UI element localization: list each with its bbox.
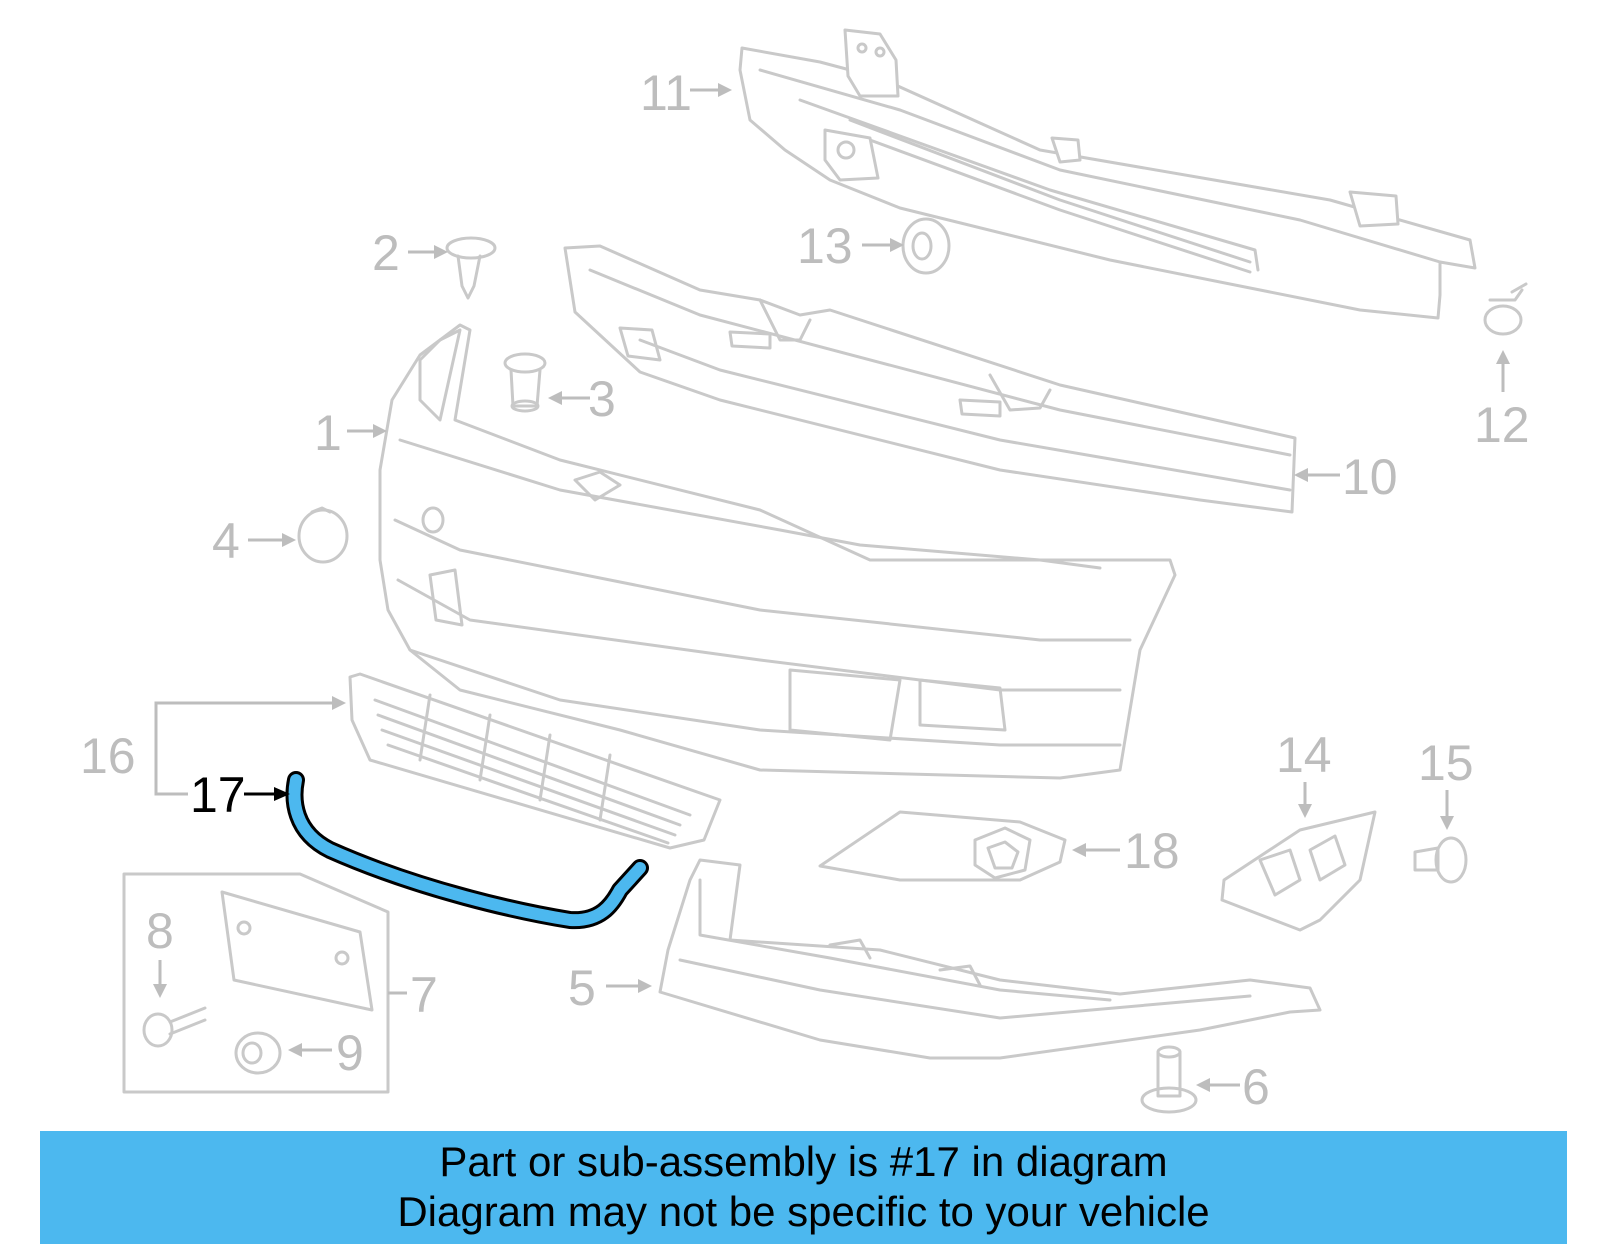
callout-2: 2 (372, 225, 400, 281)
part-11-reinforcement-beam[interactable] (738, 28, 1477, 320)
part-16-lower-grille[interactable] (348, 672, 722, 850)
part-18-bezel[interactable] (818, 810, 1067, 882)
banner-line-1: Part or sub-assembly is #17 in diagram (439, 1138, 1168, 1185)
part-12-bolt[interactable] (1483, 282, 1528, 336)
callout-9: 9 (336, 1025, 364, 1081)
callout-1: 1 (314, 405, 342, 461)
leader-lines (153, 83, 1510, 1092)
callout-5: 5 (568, 960, 596, 1016)
part-14-bracket[interactable] (1220, 810, 1377, 932)
info-banner: Part or sub-assembly is #17 in diagram D… (40, 1131, 1567, 1244)
callout-14: 14 (1276, 727, 1332, 783)
part-1-bumper-cover[interactable] (378, 323, 1177, 780)
callout-3: 3 (588, 371, 616, 427)
callout-18: 18 (1124, 823, 1180, 879)
part-9-nut[interactable] (234, 1031, 282, 1075)
part-8-screw[interactable] (142, 1006, 207, 1048)
part-13-grommet[interactable] (901, 217, 951, 275)
part-4-cap[interactable] (297, 506, 349, 564)
part-7-license-bracket-group[interactable] (122, 872, 407, 1094)
callout-7: 7 (410, 967, 438, 1023)
callout-16: 16 (80, 728, 136, 784)
part-15-push-pin[interactable] (1413, 836, 1468, 884)
callout-labels: 11 13 2 12 3 1 10 4 16 17 18 14 15 8 7 5… (80, 65, 1530, 1115)
part-6-push-pin[interactable] (1140, 1045, 1198, 1114)
callout-4: 4 (212, 513, 240, 569)
callout-6: 6 (1242, 1059, 1270, 1115)
part-10-energy-absorber[interactable] (563, 244, 1297, 514)
banner-line-2: Diagram may not be specific to your vehi… (397, 1188, 1210, 1235)
callout-11: 11 (640, 65, 692, 121)
part-5-lower-spoiler[interactable] (658, 858, 1322, 1060)
callout-8: 8 (146, 903, 174, 959)
callout-17: 17 (190, 767, 246, 823)
part-2-clip[interactable] (445, 236, 497, 300)
callout-13: 13 (797, 218, 853, 274)
callout-12: 12 (1474, 397, 1530, 453)
callout-10: 10 (1342, 449, 1398, 505)
part-17-moulding-strip[interactable] (285, 771, 649, 930)
part-3-nut[interactable] (503, 352, 547, 413)
callout-15: 15 (1418, 735, 1474, 791)
